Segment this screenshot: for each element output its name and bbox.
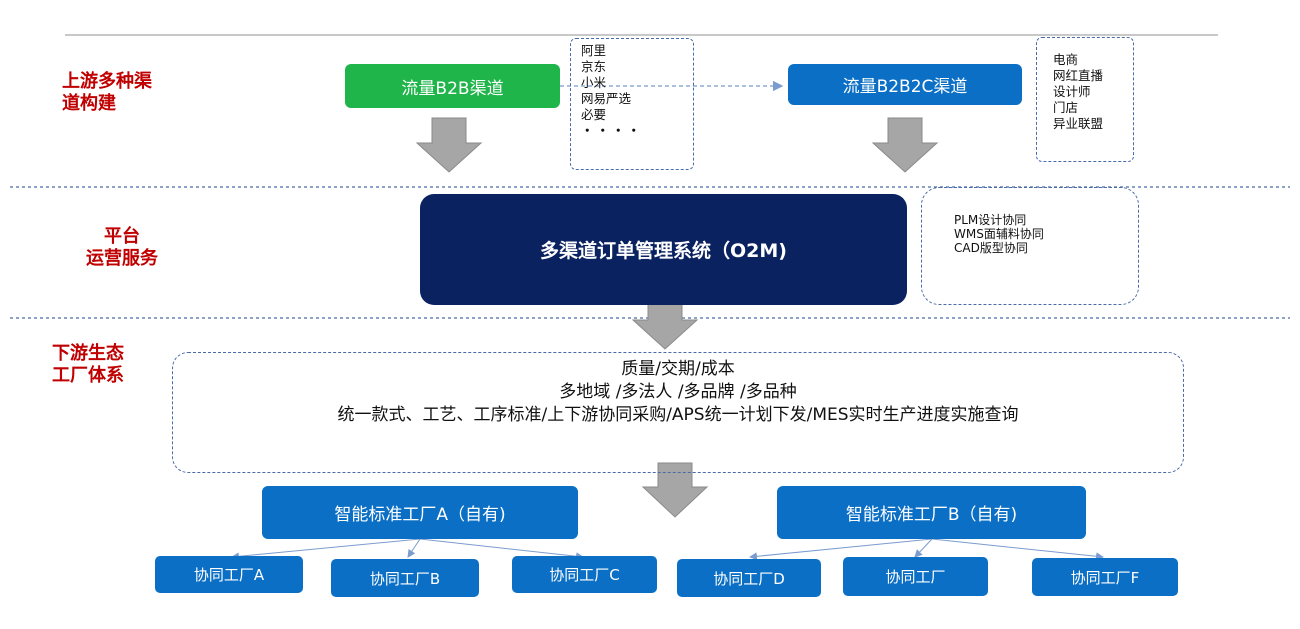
section-label-upstream-line2: 道构建 — [62, 93, 116, 114]
collab-factory-e[interactable]: 协同工厂 — [843, 557, 988, 596]
collab-factory-c-label: 协同工厂C — [549, 566, 620, 584]
b2b2c-channel-box[interactable]: 流量B2B2C渠道 — [788, 64, 1022, 105]
b2b-list-item: 必要 — [581, 107, 607, 122]
down-arrow-platform — [631, 297, 699, 350]
collab-factory-f[interactable]: 协同工厂F — [1032, 558, 1178, 596]
capability-line-multi: 多地域 /多法人 /多品牌 /多品种 — [559, 382, 797, 402]
b2b-platform-list: 阿里 京东 小米 网易严选 必要 ・・・・ — [570, 38, 694, 170]
connector-a-to-collab-c — [419, 538, 584, 561]
collab-list-item: WMS面辅料协同 — [954, 227, 1044, 241]
b2b-channel-label: 流量B2B渠道 — [401, 78, 504, 99]
section-label-platform-line2: 运营服务 — [86, 248, 158, 269]
collab-factory-b[interactable]: 协同工厂B — [331, 559, 479, 597]
smart-factory-b-label: 智能标准工厂B（自有) — [845, 505, 1018, 525]
collaboration-list: PLM设计协同 WMS面辅料协同 CAD版型协同 — [921, 187, 1139, 305]
b2b-list-item: 小米 — [581, 75, 607, 90]
connector-b-to-collab-d — [749, 538, 933, 561]
b2b-list-item: 阿里 — [581, 43, 607, 58]
collab-factory-a-label: 协同工厂A — [193, 566, 265, 584]
o2m-system-label: 多渠道订单管理系统（O2M) — [540, 240, 787, 262]
capability-line-standards: 统一款式、工艺、工序标准/上下游协同采购/APS统一计划下发/MES实时生产进度… — [337, 405, 1019, 425]
connector-b-to-collab-e — [914, 538, 933, 558]
downstream-capabilities-box: 质量/交期/成本 多地域 /多法人 /多品牌 /多品种 统一款式、工艺、工序标准… — [172, 352, 1184, 473]
collab-factory-d-label: 协同工厂D — [713, 569, 785, 588]
section-label-downstream: 下游生态 工厂体系 — [52, 343, 124, 387]
section-label-platform-line1: 平台 — [104, 226, 140, 247]
b2b2c-list-item: 网红直播 — [1053, 68, 1104, 83]
connector-a-to-collab-b — [407, 538, 421, 558]
o2m-system-box[interactable]: 多渠道订单管理系统（O2M) — [420, 194, 907, 305]
collab-factory-f-label: 协同工厂F — [1070, 568, 1140, 587]
b2b2c-list-item: 门店 — [1053, 100, 1079, 115]
b2b-list-item: 京东 — [581, 59, 607, 74]
b2b-channel-box[interactable]: 流量B2B渠道 — [345, 64, 560, 108]
b2b-list-ellipsis: ・・・・ — [581, 123, 644, 138]
section-label-upstream-line1: 上游多种渠 — [62, 71, 152, 92]
collab-factory-d[interactable]: 协同工厂D — [677, 559, 821, 597]
b2b2c-list-item: 电商 — [1053, 52, 1079, 67]
collab-list-item: CAD版型协同 — [954, 241, 1028, 255]
section-label-platform: 平台 运营服务 — [77, 226, 167, 270]
b2b2c-channel-list: 电商 网红直播 设计师 门店 异业联盟 — [1036, 37, 1134, 162]
b2b-list-item: 网易严选 — [581, 91, 632, 106]
capability-line-quality: 质量/交期/成本 — [621, 359, 735, 379]
collab-list-item: PLM设计协同 — [954, 213, 1027, 227]
section-label-downstream-line1: 下游生态 — [52, 343, 124, 364]
section-label-downstream-line2: 工厂体系 — [52, 365, 124, 386]
connector-a-to-collab-a — [231, 538, 421, 561]
smart-factory-a-box[interactable]: 智能标准工厂A（自有) — [262, 486, 578, 539]
b2b2c-channel-label: 流量B2B2C渠道 — [842, 77, 968, 97]
down-arrow-b2b2c — [871, 117, 939, 173]
collab-factory-a[interactable]: 协同工厂A — [155, 556, 303, 593]
smart-factory-b-box[interactable]: 智能标准工厂B（自有) — [777, 486, 1086, 539]
collab-factory-c[interactable]: 协同工厂C — [512, 556, 657, 593]
collab-factory-e-label: 协同工厂 — [885, 568, 946, 586]
down-arrow-downstream — [641, 462, 709, 518]
connector-b-to-collab-f — [931, 538, 1104, 561]
collab-factory-b-label: 协同工厂B — [369, 569, 441, 588]
down-arrow-b2b — [415, 117, 483, 173]
b2b2c-list-item: 设计师 — [1053, 84, 1091, 99]
b2b2c-list-item: 异业联盟 — [1053, 116, 1104, 131]
smart-factory-a-label: 智能标准工厂A（自有) — [334, 505, 506, 525]
section-label-upstream: 上游多种渠 道构建 — [62, 71, 152, 115]
